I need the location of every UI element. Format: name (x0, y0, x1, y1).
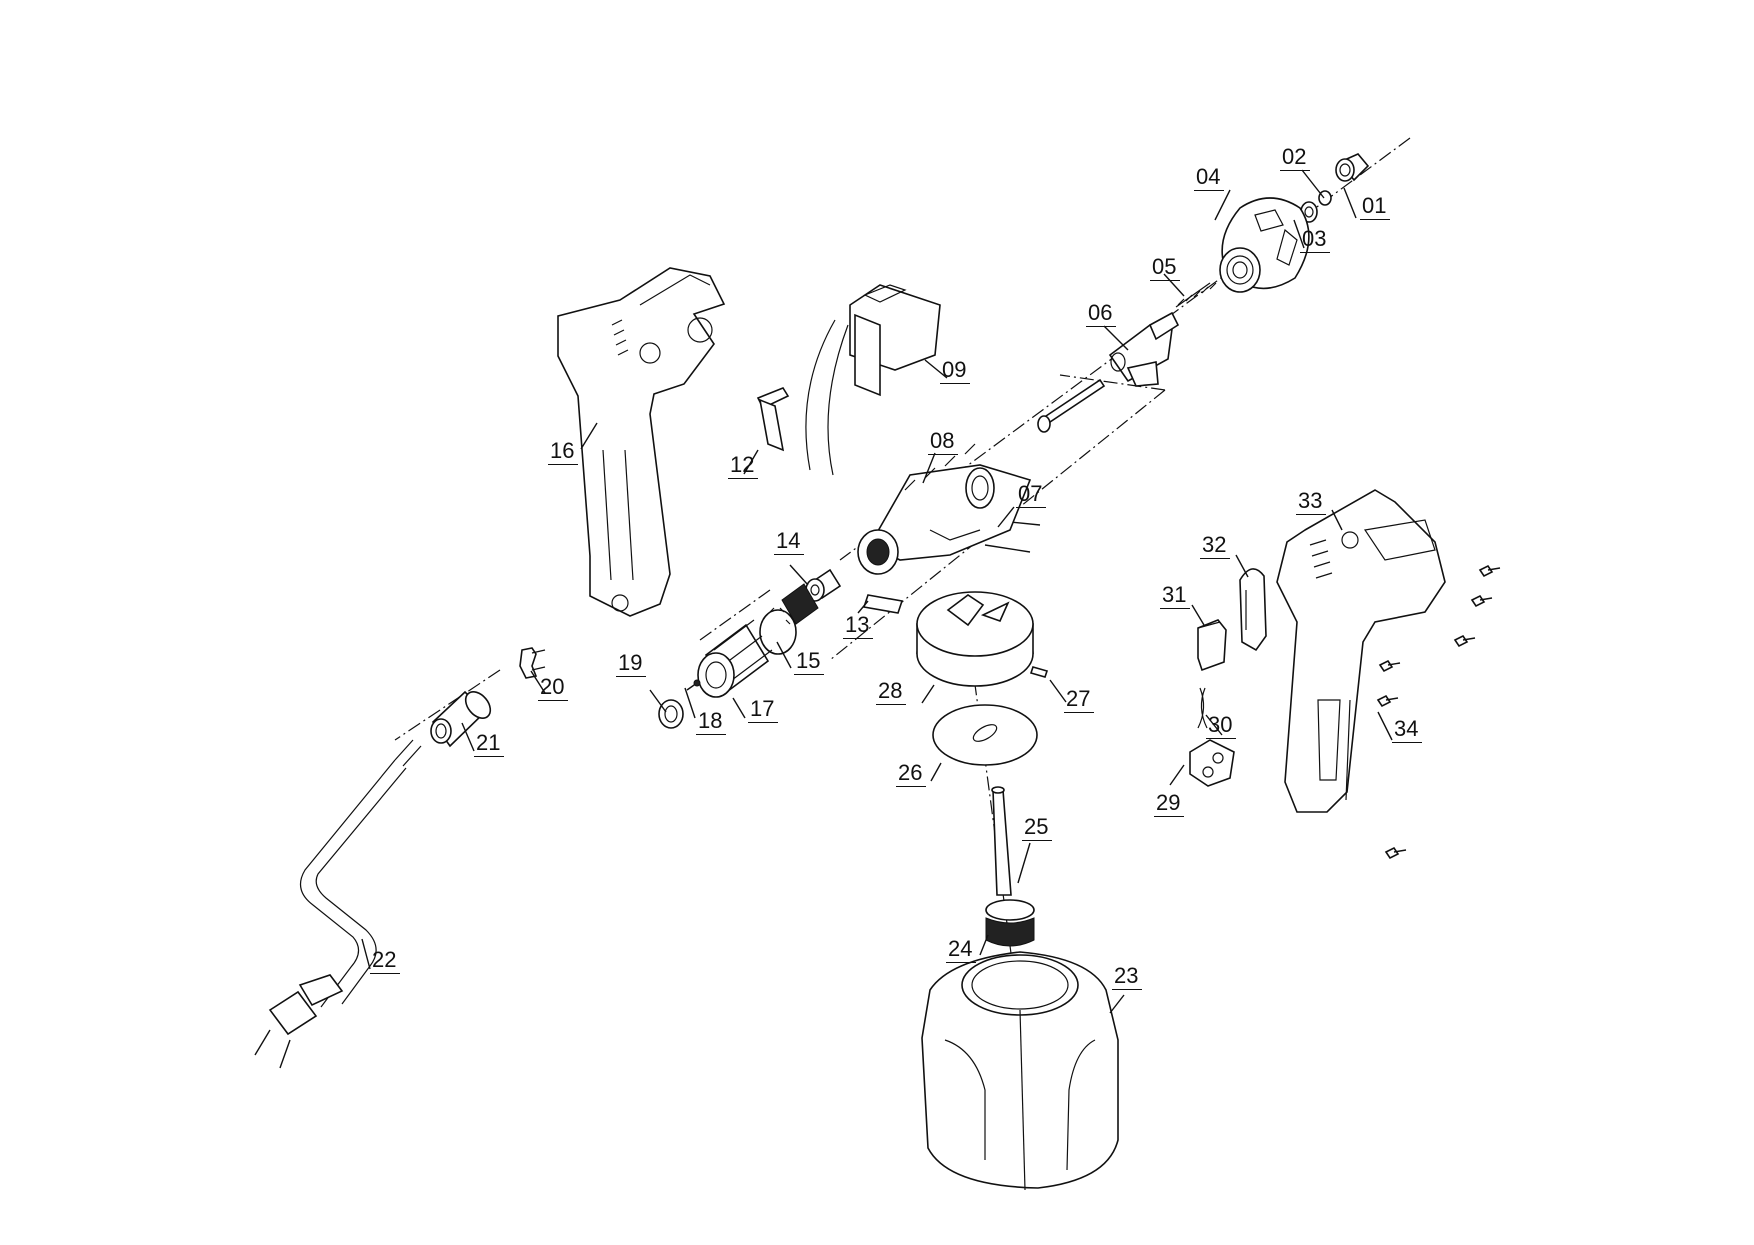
part-18-screw (686, 679, 701, 691)
part-needle-rod (1037, 378, 1106, 433)
label-20: 20 (538, 676, 569, 701)
part-17-adjusting-knob (697, 619, 773, 698)
part-27-pin (1029, 666, 1049, 678)
screw (1470, 594, 1493, 608)
label-05: 05 (1150, 256, 1181, 281)
part-16-housing-left (557, 267, 726, 617)
label-18: 18 (696, 710, 727, 735)
screw (1453, 634, 1476, 648)
label-26: 26 (896, 762, 927, 787)
label-27: 27 (1064, 688, 1095, 713)
part-09-coil (805, 284, 941, 476)
label-33: 33 (1296, 490, 1327, 515)
label-15: 15 (794, 650, 825, 675)
label-30: 30 (1206, 714, 1237, 739)
screw (1478, 564, 1501, 578)
label-22: 22 (370, 949, 401, 974)
label-02: 02 (1280, 146, 1311, 171)
part-33-housing-right (1276, 489, 1446, 813)
part-19-retaining-ring (658, 699, 684, 729)
part-15-spindle (759, 583, 819, 655)
label-21: 21 (474, 732, 505, 757)
part-20-cable-clamp (519, 647, 546, 679)
label-06: 06 (1086, 302, 1117, 327)
label-13: 13 (843, 614, 874, 639)
part-23-paint-container (921, 951, 1119, 1191)
label-25: 25 (1022, 816, 1053, 841)
leader-lines (361, 169, 1393, 1014)
part-26-seal-disc (932, 704, 1038, 766)
label-32: 32 (1200, 534, 1231, 559)
part-21-cable-sleeve (430, 690, 492, 748)
label-04: 04 (1194, 166, 1225, 191)
part-08-pump-housing (857, 443, 1032, 575)
label-34: 34 (1392, 718, 1423, 743)
label-08: 08 (928, 430, 959, 455)
label-17: 17 (748, 698, 779, 723)
label-31: 31 (1160, 584, 1191, 609)
part-12-bracket (756, 387, 790, 452)
part-24-filter (985, 899, 1035, 947)
part-25-suction-tube (991, 786, 1012, 896)
screw (1376, 694, 1399, 708)
part-34-screws (1376, 564, 1501, 860)
part-30-wires (1197, 687, 1208, 729)
part-04-air-cap (1219, 197, 1310, 293)
label-23: 23 (1112, 965, 1143, 990)
part-22-power-cable (254, 739, 422, 1069)
part-31-switch (1197, 619, 1227, 672)
part-29-terminal-block (1189, 739, 1235, 787)
label-07: 07 (1016, 483, 1047, 508)
part-13-plate (862, 594, 904, 614)
part-06-valve-body (1108, 311, 1180, 387)
label-03: 03 (1300, 228, 1331, 253)
part-32-trigger (1239, 568, 1267, 652)
label-09: 09 (940, 359, 971, 384)
part-01-nozzle-tip (1335, 153, 1370, 182)
part-28-container-lid (916, 591, 1034, 687)
label-24: 24 (946, 938, 977, 963)
label-16: 16 (548, 440, 579, 465)
label-29: 29 (1154, 792, 1185, 817)
screw (1384, 846, 1407, 860)
label-12: 12 (728, 454, 759, 479)
screw (1378, 659, 1401, 673)
part-05-spring (1175, 282, 1217, 308)
label-19: 19 (616, 652, 647, 677)
label-14: 14 (774, 530, 805, 555)
label-01: 01 (1360, 195, 1391, 220)
label-28: 28 (876, 680, 907, 705)
